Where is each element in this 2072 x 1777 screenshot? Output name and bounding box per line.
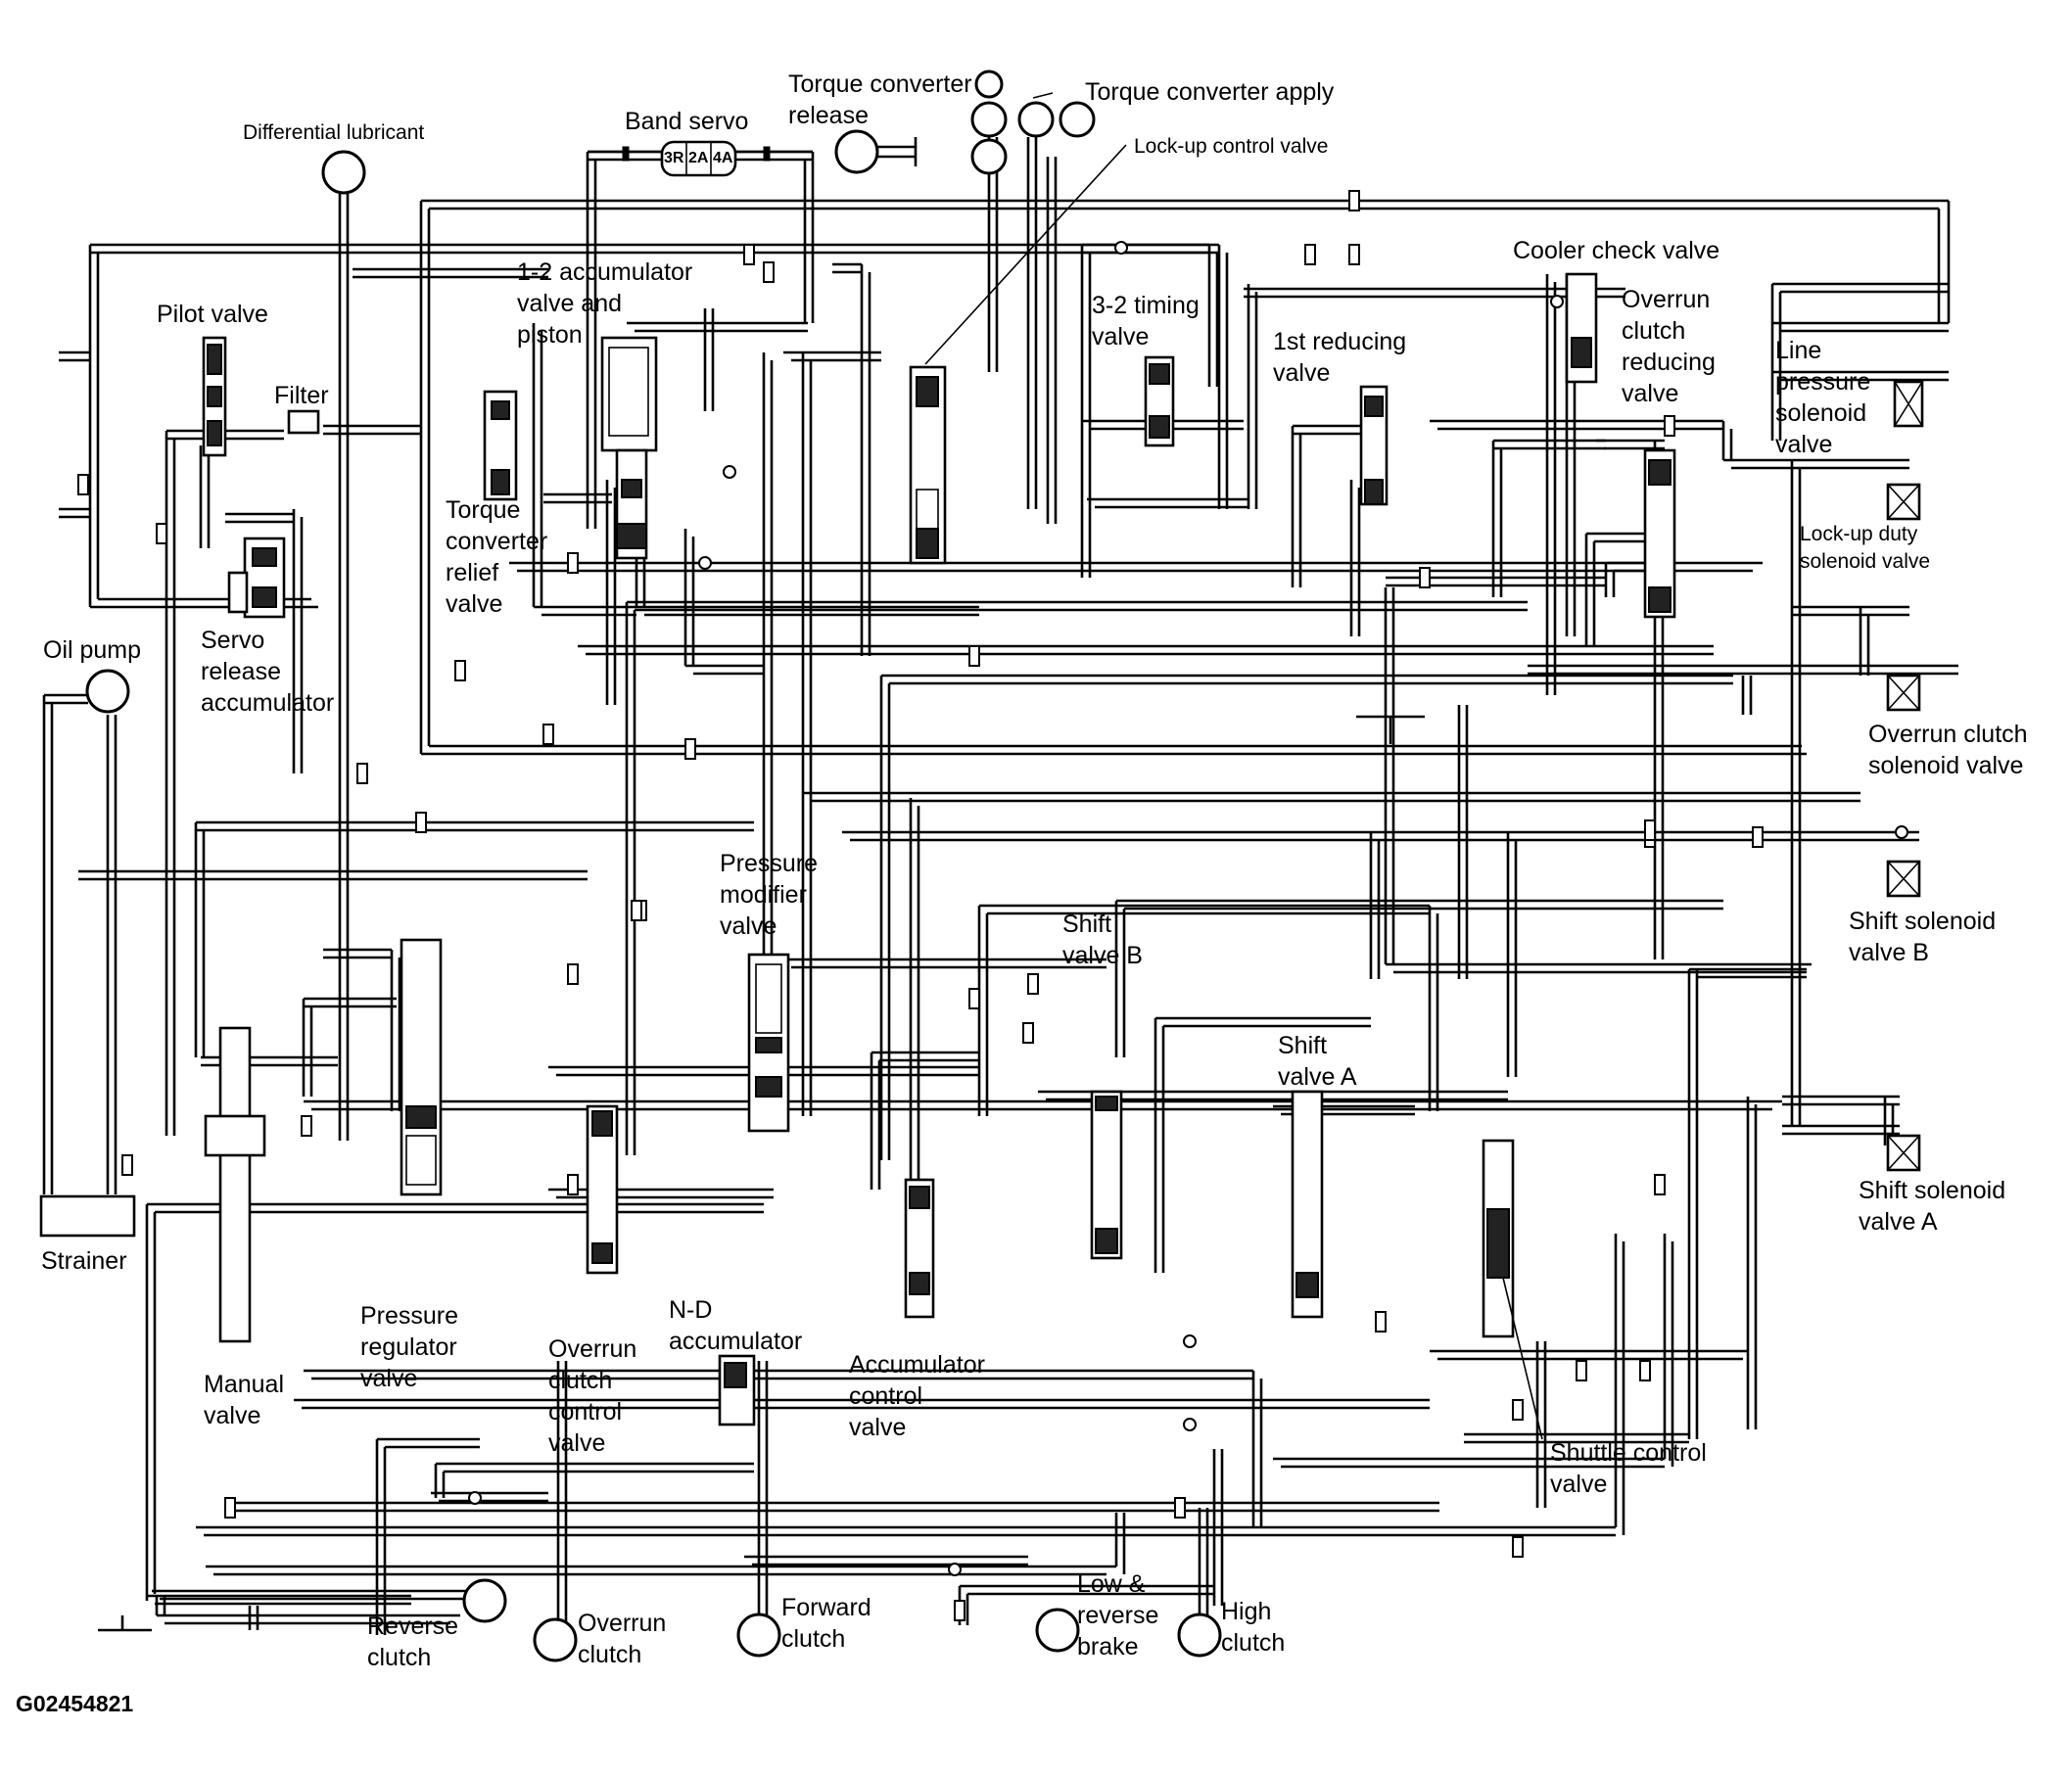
- label-timing-valve-3-2: 3-2 timing valve: [1092, 292, 1200, 351]
- label-filter: Filter: [274, 382, 329, 409]
- label-torque-converter-apply: Torque converter apply: [1085, 78, 1335, 106]
- label-lock-up-duty-solenoid-valve: Lock-up duty solenoid valve: [1800, 523, 1931, 573]
- pressure-regulator-valve: [400, 938, 443, 1196]
- label-high-clutch: High clutch: [1221, 1598, 1286, 1657]
- overrun-clutch-reducing-valve: [1565, 272, 1598, 384]
- shift-solenoid-a: [1886, 1134, 1921, 1172]
- label-overrun-clutch-reducing-valve: Overrun clutch reducing valve: [1622, 286, 1716, 407]
- solenoids: [1886, 380, 1924, 1172]
- timing-valve-3-2: [1144, 355, 1175, 447]
- torque-converter-relief-valve: [483, 390, 518, 501]
- nd-accumulator: [718, 1354, 756, 1426]
- low-reverse-brake-port: [1035, 1608, 1080, 1653]
- accumulator-control-valve: [904, 1178, 935, 1319]
- label-overrun-clutch: Overrun clutch: [578, 1610, 667, 1668]
- accumulator-1-2: [600, 336, 658, 560]
- oil-pump-symbol: [85, 669, 130, 714]
- label-pressure-modifier-valve: Pressure modifier valve: [720, 850, 819, 940]
- overrun-clutch-solenoid: [1886, 674, 1921, 712]
- strainer-box: [39, 1194, 136, 1238]
- high-clutch-port: [1177, 1613, 1222, 1658]
- label-shuttle-control-valve: Shuttle control valve: [1550, 1439, 1707, 1498]
- label-cooler-check-valve: Cooler check valve: [1513, 237, 1720, 264]
- label-overrun-clutch-control-valve: Overrun clutch control valve: [548, 1335, 637, 1457]
- torque-converter-apply-port-4: [1059, 101, 1096, 138]
- pressure-modifier-valve: [747, 953, 790, 1133]
- label-torque-converter-release: Torque converter release: [788, 70, 972, 129]
- lock-up-control-valve: [909, 365, 947, 565]
- label-servo-release-accumulator: Servo release accumulator: [201, 627, 335, 717]
- label-shift-solenoid-valve-a: Shift solenoid valve A: [1859, 1177, 2006, 1236]
- label-band-servo-4a: 4A: [713, 150, 733, 166]
- label-band-servo-3r: 3R: [664, 150, 684, 166]
- label-torque-converter-relief-valve: Torque converter relief valve: [446, 496, 548, 618]
- shift-solenoid-b: [1886, 860, 1921, 898]
- overrun-clutch-port: [533, 1617, 578, 1662]
- label-shift-solenoid-valve-b: Shift solenoid valve B: [1849, 908, 1997, 966]
- label-accumulator-1-2: 1-2 accumulator valve and piston: [517, 258, 693, 349]
- drain-symbol-2: [1356, 715, 1425, 744]
- label-pilot-valve: Pilot valve: [157, 301, 268, 328]
- shift-valve-a: [1291, 1090, 1324, 1319]
- line-pressure-solenoid: [1893, 380, 1924, 428]
- label-first-reducing-valve: 1st reducing valve: [1273, 328, 1407, 387]
- differential-lubricant-port: [321, 150, 366, 195]
- band-servo: [588, 140, 813, 177]
- label-shift-valve-b: Shift valve B: [1062, 911, 1143, 969]
- label-strainer: Strainer: [41, 1247, 127, 1275]
- leader-lines: [924, 92, 1543, 1440]
- torque-converter-apply-port-2: [970, 138, 1008, 175]
- filter-box: [287, 409, 320, 435]
- label-band-servo-2a: 2A: [688, 150, 709, 166]
- label-differential-lubricant: Differential lubricant: [243, 121, 425, 144]
- pilot-valve: [202, 336, 227, 457]
- oil-passages: [42, 137, 1958, 1645]
- reverse-clutch-port: [462, 1578, 507, 1623]
- torque-converter-release-port: [834, 129, 879, 174]
- torque-converter-apply-port-3: [1017, 101, 1055, 138]
- label-forward-clutch: Forward clutch: [781, 1594, 871, 1653]
- first-reducing-valve: [1359, 385, 1389, 506]
- label-band-servo: Band servo: [625, 108, 749, 135]
- lock-up-duty-solenoid: [1886, 483, 1921, 521]
- torque-converter-apply-port-5: [974, 70, 1004, 99]
- label-low-reverse-brake: Low & reverse brake: [1077, 1570, 1159, 1660]
- label-line-pressure-solenoid-valve: Line pressure solenoid valve: [1775, 337, 1871, 458]
- label-overrun-clutch-solenoid-valve: Overrun clutch solenoid valve: [1868, 721, 2028, 779]
- shuttle-lower-right-valve: [1643, 448, 1676, 619]
- label-accumulator-control-valve: Accumulator control valve: [849, 1351, 985, 1441]
- ports: [85, 70, 1222, 1662]
- manual-valve: [204, 1026, 266, 1343]
- drain-symbol-1: [98, 1615, 152, 1632]
- diagram-id: G02454821: [16, 1691, 134, 1716]
- shift-valve-b: [1090, 1090, 1123, 1260]
- label-reverse-clutch: Reverse clutch: [367, 1613, 459, 1671]
- label-shift-valve-a: Shift valve A: [1278, 1032, 1357, 1091]
- label-oil-pump: Oil pump: [43, 636, 142, 664]
- label-lock-up-control-valve: Lock-up control valve: [1134, 135, 1329, 158]
- servo-release-accumulator: [227, 537, 286, 619]
- shuttle-control-valve: [1482, 1139, 1515, 1338]
- overrun-clutch-control-valve: [586, 1104, 619, 1275]
- label-pressure-regulator-valve: Pressure regulator valve: [360, 1302, 459, 1392]
- label-nd-accumulator: N-D accumulator: [669, 1296, 803, 1355]
- valves: [39, 272, 1676, 1632]
- torque-converter-apply-port-1: [970, 101, 1008, 138]
- forward-clutch-port: [736, 1613, 781, 1658]
- label-manual-valve: Manual valve: [204, 1371, 284, 1429]
